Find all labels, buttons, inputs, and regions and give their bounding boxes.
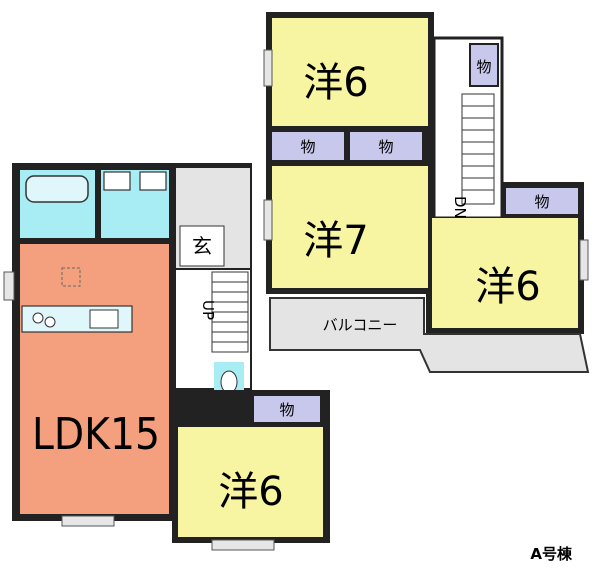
washbasin-icon [139,171,167,191]
window [579,239,589,281]
window [61,515,115,527]
closet-top [469,43,499,87]
ldk-room [20,244,169,514]
closet-mid-right-label: 物 [378,138,393,156]
building-label: A号棟 [530,545,572,563]
ldk-label: LDK15 [32,409,160,460]
closet-mid-left [272,132,344,160]
stair-up-label: UP [199,300,217,320]
bedroom-top [272,18,428,126]
closet-top-label: 物 [476,58,491,76]
bedroom-middle-label: 洋7 [303,218,368,264]
staircase-ground [211,271,249,353]
bathtub-icon [25,175,89,203]
stair-down-label: DN [451,196,469,219]
entrance-area [179,225,225,267]
balcony-label: バルコニー [323,316,398,334]
stove-icon [44,316,56,328]
ceiling-mark-icon [61,267,81,287]
closet-right-label: 物 [534,193,549,211]
balcony [269,297,590,373]
bedroom-bottom-label: 洋6 [218,469,283,515]
entrance-label: 玄 [192,234,212,258]
closet-bottom [254,396,320,422]
window [263,49,273,87]
closet-mid-right [350,132,422,160]
stove-icon [32,312,44,324]
toilet-icon [220,370,238,394]
bedroom-middle [272,166,428,288]
bedroom-bottom [178,427,323,537]
closet-bottom-label: 物 [279,401,294,419]
closet-right [506,188,578,214]
bedroom-right [432,218,578,328]
window [3,271,15,301]
staircase-upper [461,93,495,205]
sink-icon [89,309,119,329]
washing-machine-icon [103,171,131,191]
bedroom-right-label: 洋6 [475,264,540,310]
window [211,539,275,551]
window [263,199,273,241]
bedroom-top-label: 洋6 [303,60,368,106]
closet-mid-left-label: 物 [300,138,315,156]
